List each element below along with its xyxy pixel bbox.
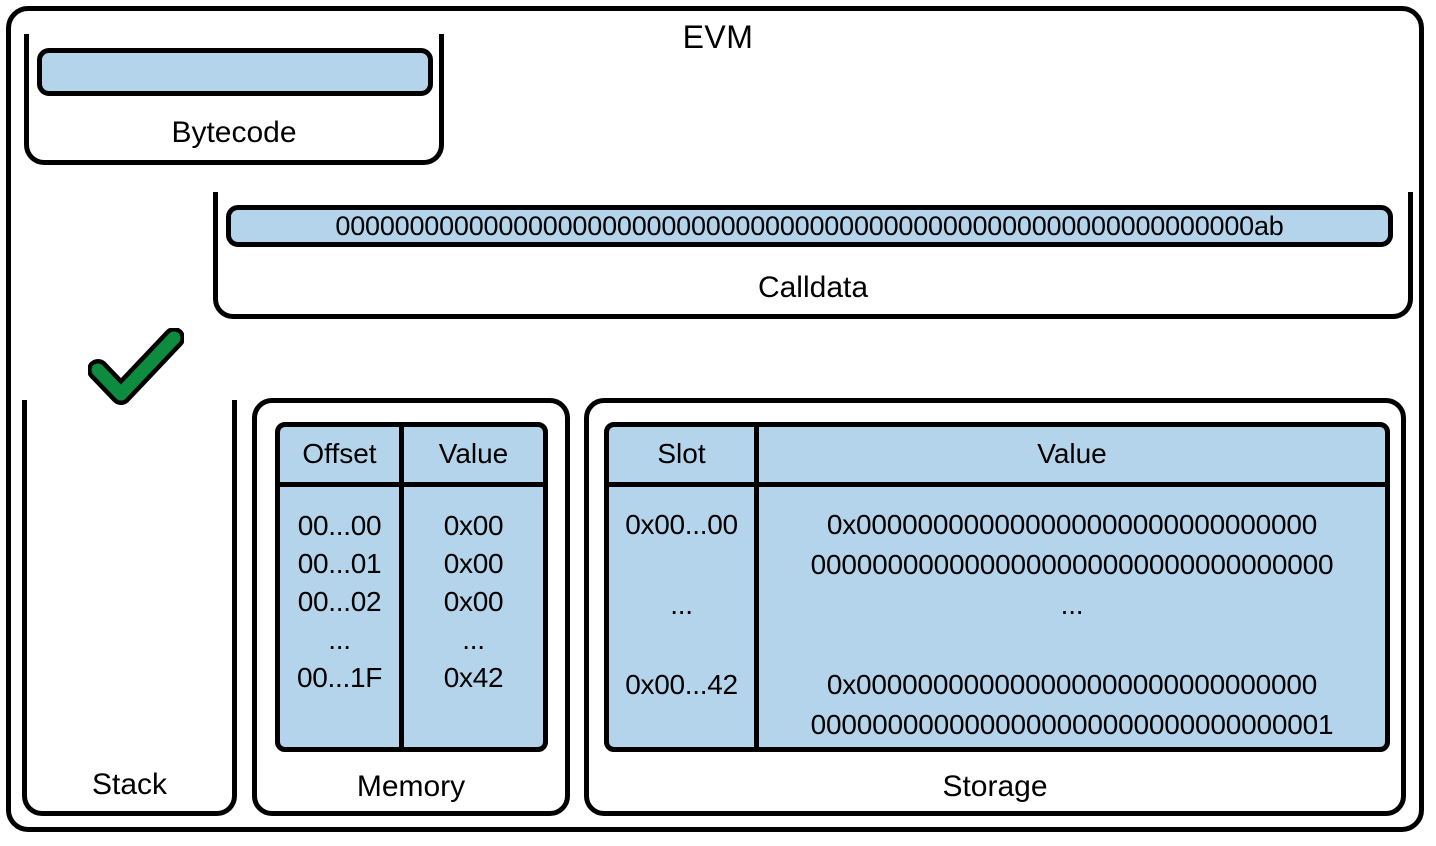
storage-value-cell: 0x000000000000000000000000000000 0000000… (759, 505, 1385, 585)
memory-offset-cell: 00...02 (297, 586, 382, 617)
memory-offset-cell: 00...01 (297, 548, 382, 579)
storage-table-body: 0x00...00 ... 0x00...42 0x00000000000000… (609, 487, 1385, 747)
memory-table-body: 00...00 00...01 00...02 ... 00...1F 0x00… (280, 487, 543, 747)
memory-value-cell: ... (462, 624, 485, 655)
calldata-chip: 0000000000000000000000000000000000000000… (226, 205, 1393, 247)
storage-value-line: 0x000000000000000000000000000000 (826, 509, 1318, 540)
memory-offset-cell: 00...00 (297, 510, 382, 541)
calldata-container (213, 192, 1413, 319)
memory-col-offset: Offset (302, 438, 377, 469)
storage-value-line: 0000000000000000000000000000000001 (810, 709, 1334, 740)
storage-container (584, 398, 1406, 816)
storage-slot-cell: 0x00...42 (625, 669, 738, 700)
storage-value-line: 0x000000000000000000000000000000 (826, 669, 1318, 700)
calldata-value: 0000000000000000000000000000000000000000… (335, 211, 1284, 241)
memory-col-value: Value (438, 438, 509, 469)
memory-table-header: Offset Value (280, 427, 543, 487)
memory-value-cell: 0x42 (443, 662, 504, 693)
storage-slot-cell: ... (670, 589, 693, 620)
storage-slot-cell: 0x00...00 (625, 509, 738, 540)
storage-label: Storage (942, 770, 1048, 803)
storage-table-header: Slot Value (609, 427, 1385, 487)
storage-table: Slot Value 0x00...00 ... 0x00...42 0x000… (604, 422, 1390, 752)
bytecode-container (24, 34, 444, 165)
calldata-label: Calldata (757, 271, 869, 304)
storage-value-line: ... (1060, 589, 1084, 620)
stack-container (22, 400, 237, 816)
memory-value-cell: 0x00 (443, 548, 504, 579)
memory-value-cell: 0x00 (443, 510, 504, 541)
check-icon (88, 328, 184, 405)
memory-container (252, 398, 570, 816)
memory-label: Memory (356, 770, 466, 803)
storage-col-value: Value (1037, 438, 1107, 469)
storage-value-cell: 0x000000000000000000000000000000 0000000… (759, 665, 1385, 745)
memory-value-cell: 0x00 (443, 586, 504, 617)
storage-col-slot: Slot (657, 438, 706, 469)
memory-table: Offset Value 00...00 00...01 00...02 ...… (275, 422, 548, 752)
memory-offset-cell: ... (328, 624, 351, 655)
evm-outer-frame (6, 6, 1424, 832)
bytecode-chip (37, 48, 433, 96)
bytecode-label: Bytecode (171, 116, 297, 149)
storage-value-line: 0000000000000000000000000000000000 (810, 549, 1334, 580)
storage-value-cell: ... (759, 585, 1385, 625)
evm-title: EVM (682, 19, 754, 55)
memory-offset-cell: 00...1F (296, 662, 383, 693)
stack-label: Stack (91, 768, 168, 801)
